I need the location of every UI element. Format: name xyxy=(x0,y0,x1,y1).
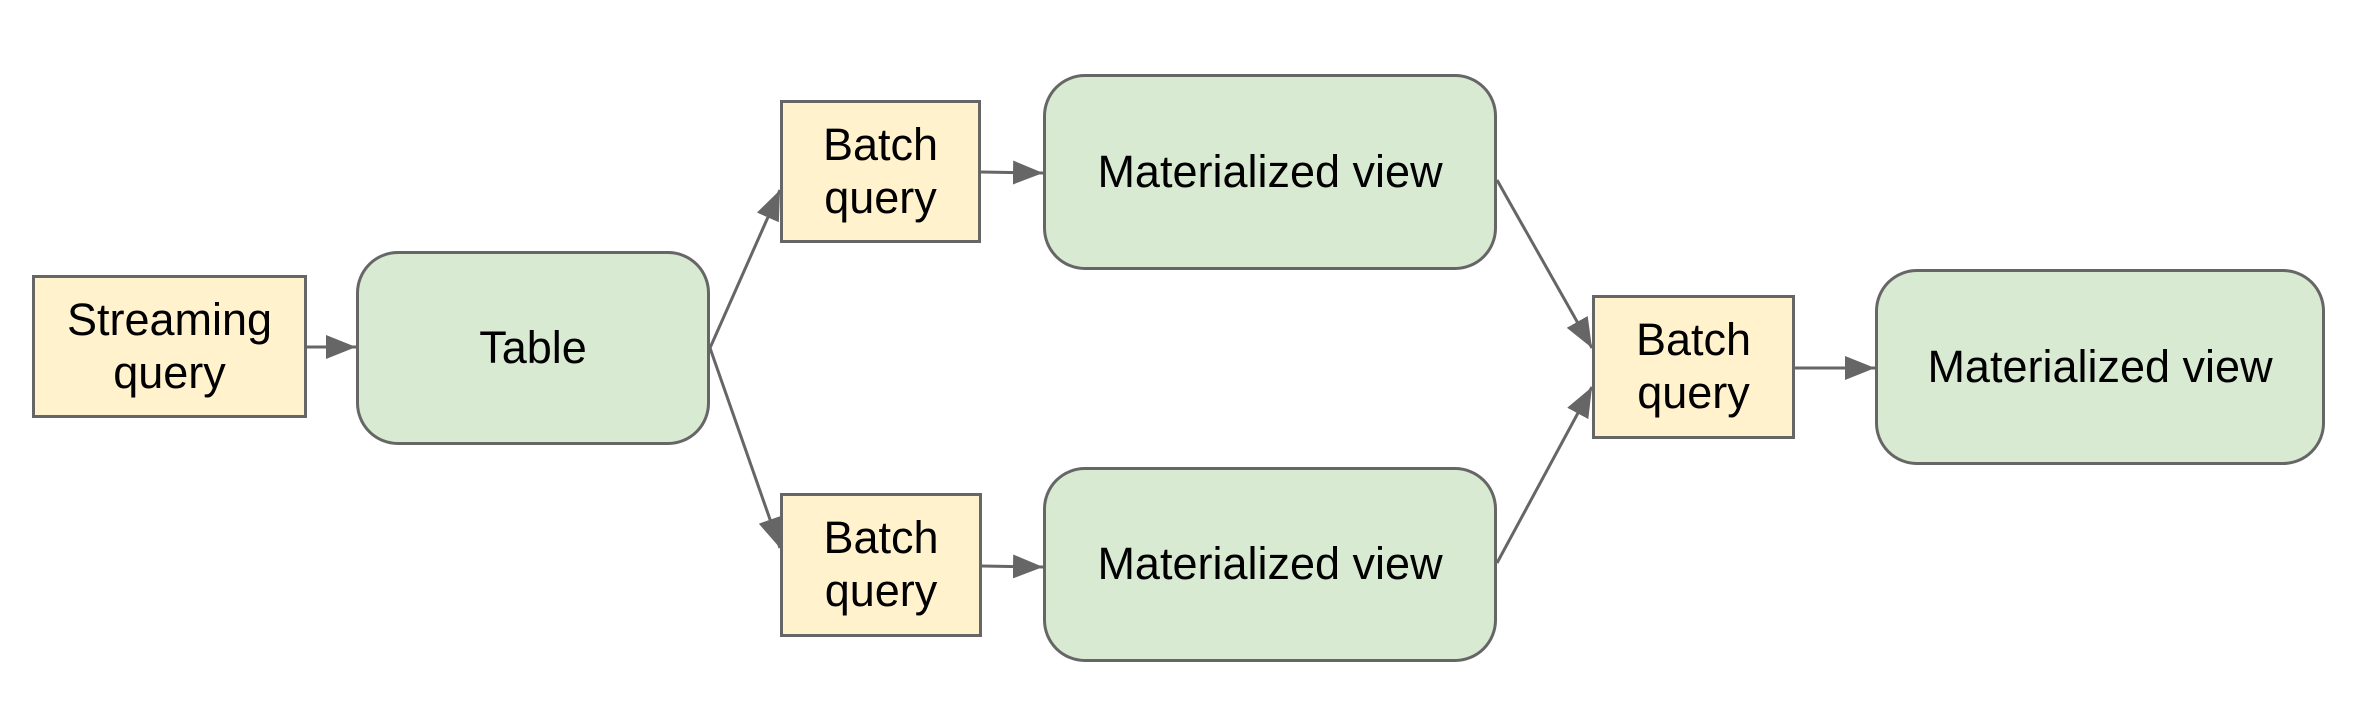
node-batch-query-right: Batch query xyxy=(1592,295,1795,439)
node-materialized-view-right-label: Materialized view xyxy=(1927,340,2273,392)
node-materialized-view-bottom: Materialized view xyxy=(1043,467,1497,662)
edge-mv-bottom-to-batch-query-right xyxy=(1495,386,1594,564)
node-batch-query-bottom-label: Batch query xyxy=(823,512,939,616)
edge-table-to-batch-query-bottom xyxy=(708,347,782,549)
node-materialized-view-top-label: Materialized view xyxy=(1097,145,1443,197)
node-streaming-query-label: Streaming query xyxy=(66,293,273,398)
node-batch-query-bottom: Batch query xyxy=(780,493,982,637)
node-batch-query-right-label: Batch query xyxy=(1635,314,1752,418)
edge-mv-top-to-batch-query-right xyxy=(1495,179,1594,349)
node-table-label: Table xyxy=(479,321,587,373)
node-materialized-view-bottom-label: Materialized view xyxy=(1097,538,1443,590)
node-streaming-query: Streaming query xyxy=(32,275,307,418)
node-batch-query-top: Batch query xyxy=(780,100,981,243)
node-materialized-view-top: Materialized view xyxy=(1043,74,1497,270)
edge-batch-query-top-to-mv-top xyxy=(980,160,1044,185)
edge-table-to-batch-query-top xyxy=(708,189,782,349)
node-table: Table xyxy=(356,251,710,445)
node-batch-query-top-label: Batch query xyxy=(822,118,939,223)
edge-batch-query-bottom-to-mv-bottom xyxy=(981,554,1044,579)
node-materialized-view-right: Materialized view xyxy=(1875,269,2325,465)
